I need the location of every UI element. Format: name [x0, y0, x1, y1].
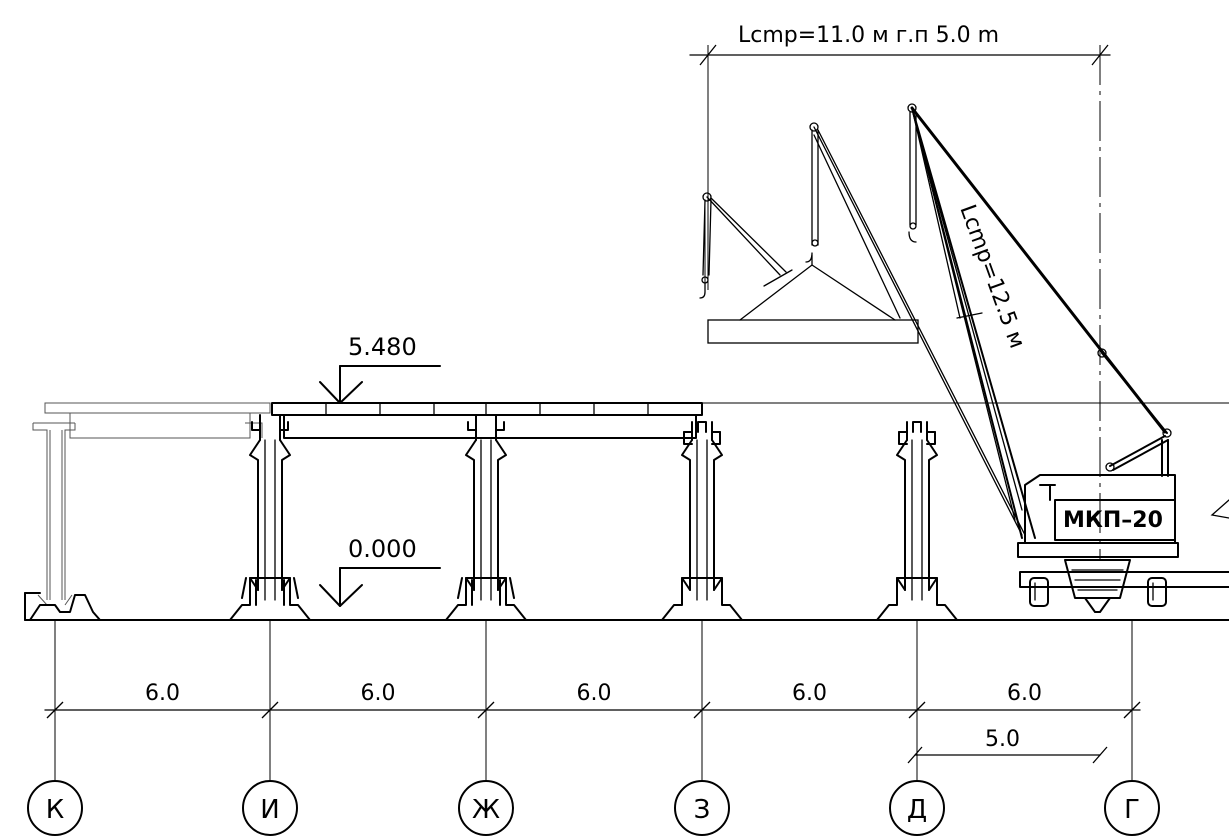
crane-body: МКП–20: [1017, 474, 1229, 613]
axis-bubble-5: Д: [889, 780, 945, 836]
crane-label: МКП–20: [1063, 508, 1163, 533]
axis-label-5: Д: [907, 795, 927, 825]
axis-bubble-3: Ж: [458, 780, 514, 836]
span-dim-3: 6.0: [577, 681, 612, 706]
span-dim-4: 6.0: [792, 681, 827, 706]
reach-label: Lcmp=11.0 м г.п 5.0 m: [738, 23, 999, 48]
axis-bubble-2: И: [242, 780, 298, 836]
offset-dim-text: 5.0: [985, 727, 1020, 752]
span-dim-2: 6.0: [361, 681, 396, 706]
level-mark-top: 5.480: [319, 333, 441, 404]
boom-label: Lcmp=12.5 м: [954, 202, 1029, 352]
reach-dimension: Lcmp=11.0 м г.п 5.0 m: [689, 23, 1111, 560]
axis-label-1: К: [46, 795, 64, 825]
columns: [229, 414, 958, 621]
offset-dimension: 5.0: [907, 727, 1108, 764]
level-top-text: 5.480: [348, 333, 417, 361]
lifted-slab: [707, 254, 919, 344]
foundation-k: [29, 594, 101, 621]
level-ground-text: 0.000: [348, 535, 417, 563]
column-1: [229, 414, 311, 621]
roof-slab: [271, 402, 703, 439]
ghost-frame: [32, 402, 271, 606]
axis-bubble-6: Г: [1104, 780, 1160, 836]
axis-label-4: З: [694, 795, 711, 825]
ground-line: [24, 592, 1229, 621]
axis-bubble-4: З: [674, 780, 730, 836]
column-3: [661, 421, 743, 621]
level-mark-ground: 0.000: [319, 535, 441, 607]
axis-label-6: Г: [1124, 795, 1140, 825]
column-4: [876, 421, 958, 621]
column-2: [445, 414, 527, 621]
span-dim-5: 6.0: [1007, 681, 1042, 706]
axis-label-3: Ж: [472, 795, 500, 825]
span-dimensions: 6.0 6.0 6.0 6.0 6.0: [44, 620, 1141, 780]
axis-bubble-1: К: [27, 780, 83, 836]
axis-label-2: И: [260, 795, 279, 825]
span-dim-1: 6.0: [145, 681, 180, 706]
